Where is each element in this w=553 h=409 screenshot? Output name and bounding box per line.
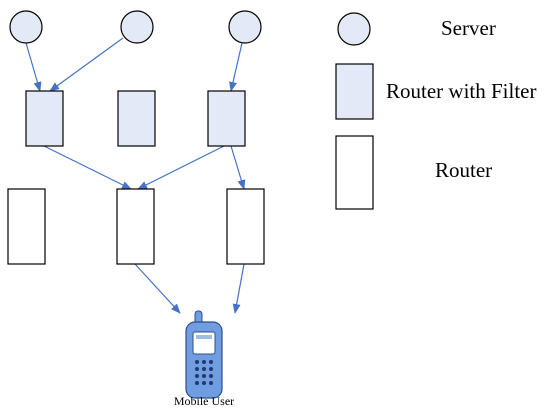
edge-filter-router-3-to-router-3: [230, 145, 246, 190]
mobile-user-label: Mobile User: [174, 394, 234, 408]
edge-server-3-to-filter-router-3: [229, 42, 243, 92]
legend-server-icon: [337, 12, 371, 46]
legend-router-label: Router: [435, 158, 492, 182]
mobile-phone-icon: [185, 310, 223, 399]
edge-layer: [25, 37, 246, 314]
legend-server-label: Server: [441, 16, 496, 40]
filter-router-node: [25, 90, 64, 147]
router-node: [226, 188, 265, 265]
phone-screen-header: [196, 335, 212, 339]
phone-keypad: [195, 360, 213, 385]
legend-filter-router-label: Router with Filter: [386, 79, 537, 103]
edge-server-2-to-filter-router-1: [49, 37, 124, 92]
filter-router-node: [207, 90, 246, 147]
edge-router-2-to-mobile-user: [134, 263, 181, 314]
router-node: [116, 188, 155, 265]
edge-filter-router-3-to-router-2: [137, 145, 225, 190]
server-node: [9, 10, 43, 44]
edge-router-3-to-mobile-user: [232, 263, 245, 314]
server-node: [228, 10, 262, 44]
server-node: [120, 10, 154, 44]
edge-filter-router-1-to-router-2: [43, 145, 132, 190]
legend-router-icon: [335, 135, 374, 210]
router-node: [7, 188, 46, 265]
filter-router-node: [117, 90, 156, 147]
legend: Server Router with Filter Router: [335, 12, 537, 210]
edge-server-1-to-filter-router-1: [25, 42, 42, 92]
legend-filter-router-icon: [335, 63, 374, 120]
